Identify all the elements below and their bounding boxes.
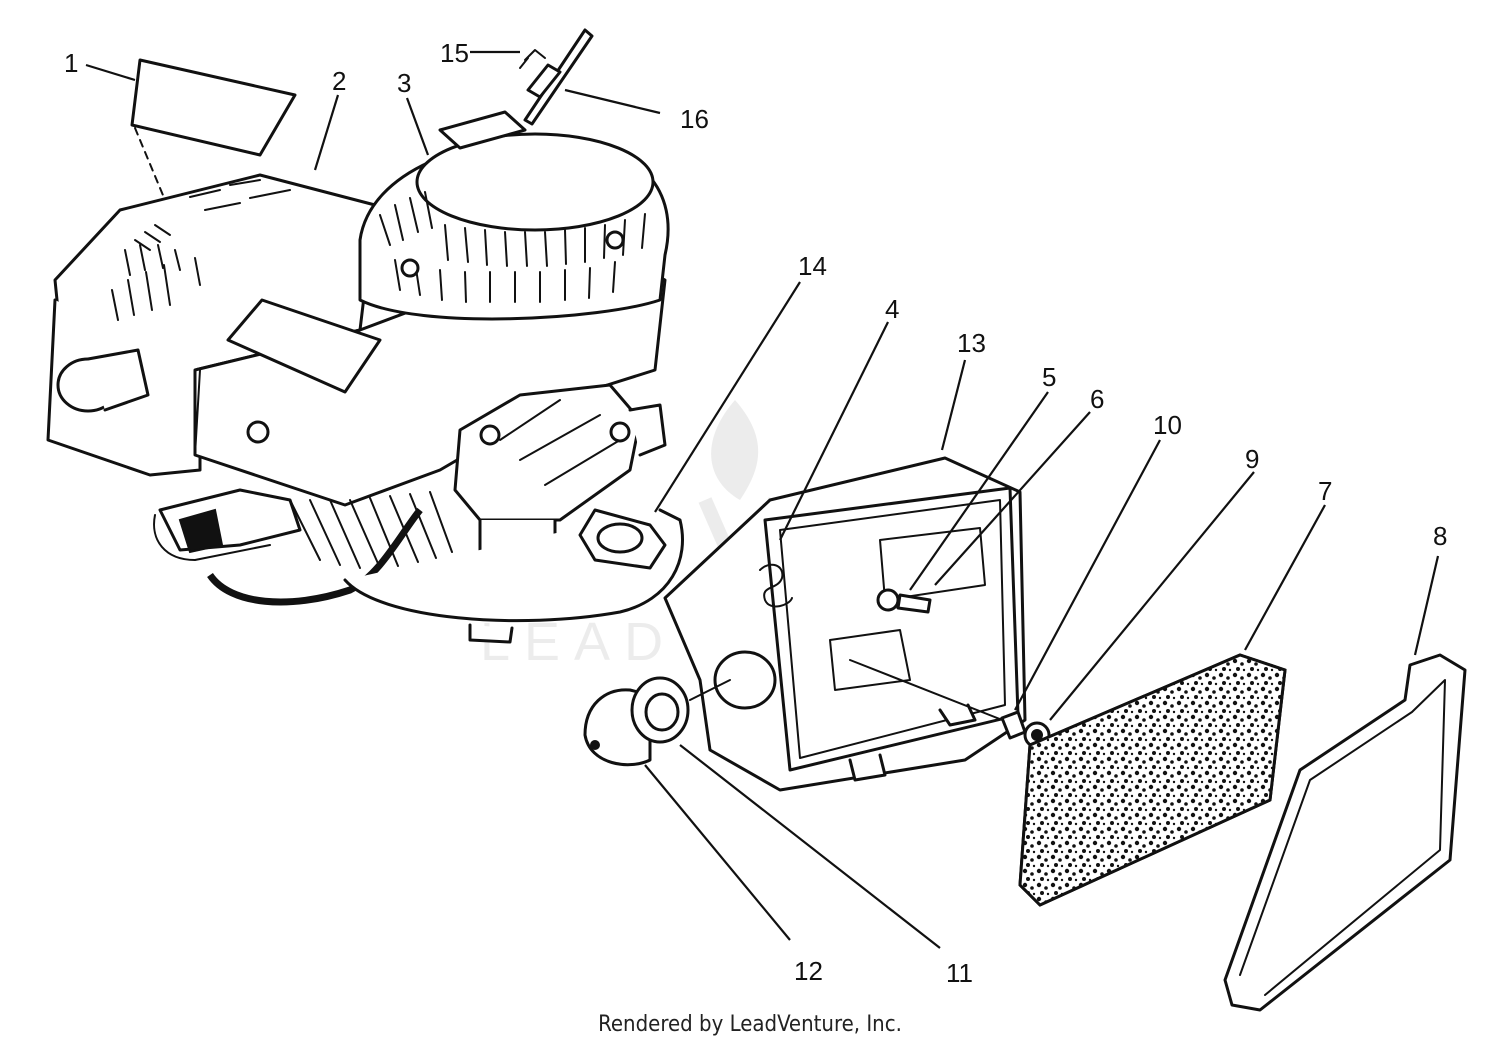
callout-4: 4 — [885, 294, 899, 324]
engine-assembly — [46, 58, 684, 644]
foam-element — [1018, 653, 1287, 907]
callout-14: 14 — [798, 251, 827, 281]
callout-8: 8 — [1433, 521, 1447, 551]
callout-2: 2 — [332, 66, 346, 96]
callout-13: 13 — [957, 328, 986, 358]
callout-10: 10 — [1153, 410, 1182, 440]
callout-11: 11 — [946, 958, 973, 988]
callout-12: 12 — [794, 956, 823, 986]
callout-3: 3 — [397, 68, 411, 98]
callout-15: 15 — [440, 38, 469, 68]
callout-1: 1 — [64, 48, 78, 78]
callout-7: 7 — [1318, 476, 1332, 506]
air-cleaner-base — [663, 456, 1027, 792]
footer-credit: Rendered by LeadVenture, Inc. — [598, 1012, 902, 1037]
air-cleaner-cover — [1223, 653, 1467, 1012]
callout-9: 9 — [1245, 444, 1259, 474]
callout-labels: 1 2 3 4 5 6 7 8 9 10 11 12 13 14 15 16 — [64, 38, 1447, 988]
callout-5: 5 — [1042, 362, 1056, 392]
callout-6: 6 — [1090, 384, 1104, 414]
callout-16: 16 — [680, 104, 709, 134]
throttle-cable — [519, 28, 594, 126]
breather-assembly — [583, 676, 731, 767]
leader-lines — [85, 50, 1440, 949]
